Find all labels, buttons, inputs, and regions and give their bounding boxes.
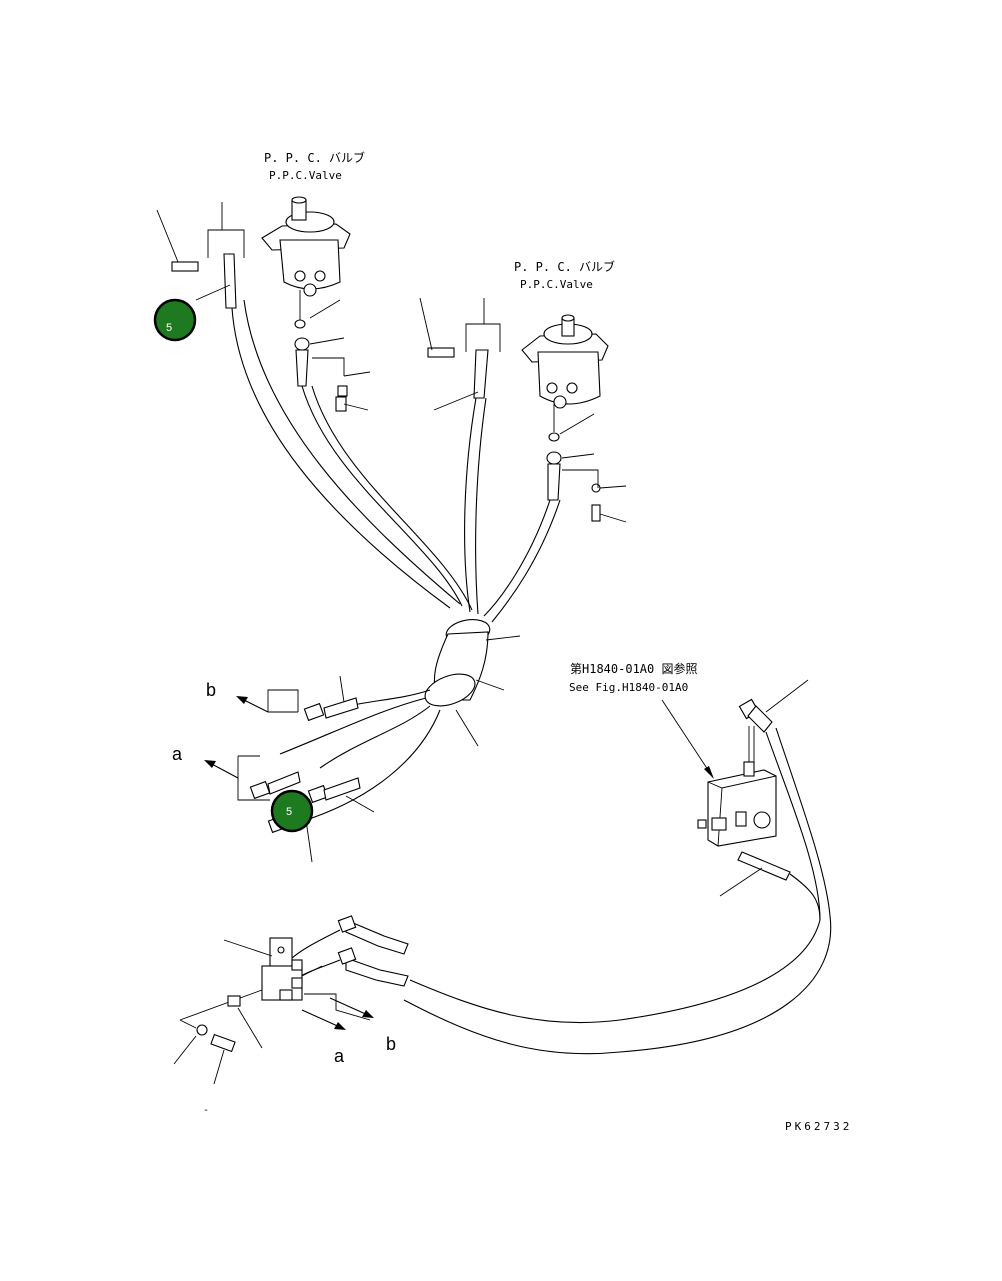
port-letter-b-left: b [206, 680, 216, 700]
footnote-mark: - [203, 1105, 209, 1116]
callout-number-1: 5 [166, 322, 172, 334]
valve-label-jp-2: P. P. C. バルブ [514, 259, 615, 274]
hose-bundle [231, 299, 561, 823]
direction-arrows-left [204, 696, 269, 779]
drawing-number: PK62732 [785, 1120, 852, 1133]
callout-number-2: 5 [286, 806, 292, 818]
callout-badge-1[interactable]: 5 [153, 298, 197, 342]
reference-label-en: See Fig.H1840-01A0 [569, 681, 688, 694]
reference-label-jp: 第H1840-01A0 図参照 [570, 661, 697, 676]
port-letter-b-bottom: b [386, 1034, 396, 1054]
valve-label-en-1: P.P.C.Valve [269, 169, 342, 182]
control-valve-block [661, 679, 809, 897]
ppc-valve-right [521, 314, 609, 522]
port-letter-a-left: a [172, 744, 183, 764]
valve-label-jp-1: P. P. C. バルブ [264, 150, 365, 165]
loop-hoses [403, 727, 832, 1055]
port-letter-a-bottom: a [334, 1046, 345, 1066]
leader-lines [156, 202, 627, 523]
fittings [171, 253, 489, 412]
valve-label-en-2: P.P.C.Valve [520, 278, 593, 291]
bottom-manifold [173, 915, 409, 1085]
direction-arrows-bottom [301, 997, 374, 1030]
hose-end-fittings [237, 675, 375, 863]
ppc-valve-left [261, 196, 351, 387]
callout-badge-2[interactable]: 5 [270, 789, 314, 833]
